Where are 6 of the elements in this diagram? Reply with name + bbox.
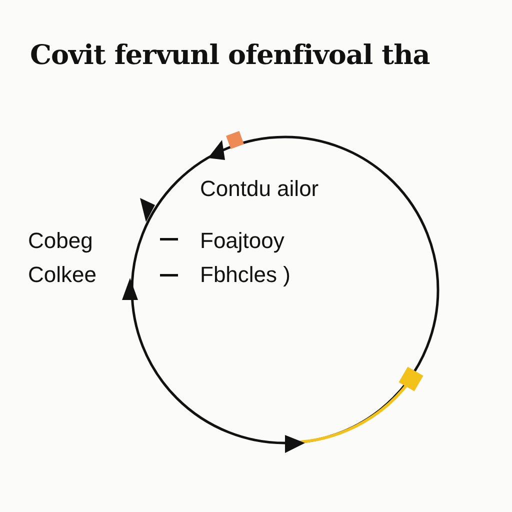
side-label: Colkee — [28, 262, 96, 288]
item-label: Foajtooy — [200, 228, 284, 254]
center-heading: Contdu ailor — [200, 176, 319, 202]
item-label: Fbhcles ) — [200, 262, 290, 288]
side-label: Cobeg — [28, 228, 93, 254]
diagram-title: Covit fervunl ofenfivoal tha — [30, 40, 430, 71]
